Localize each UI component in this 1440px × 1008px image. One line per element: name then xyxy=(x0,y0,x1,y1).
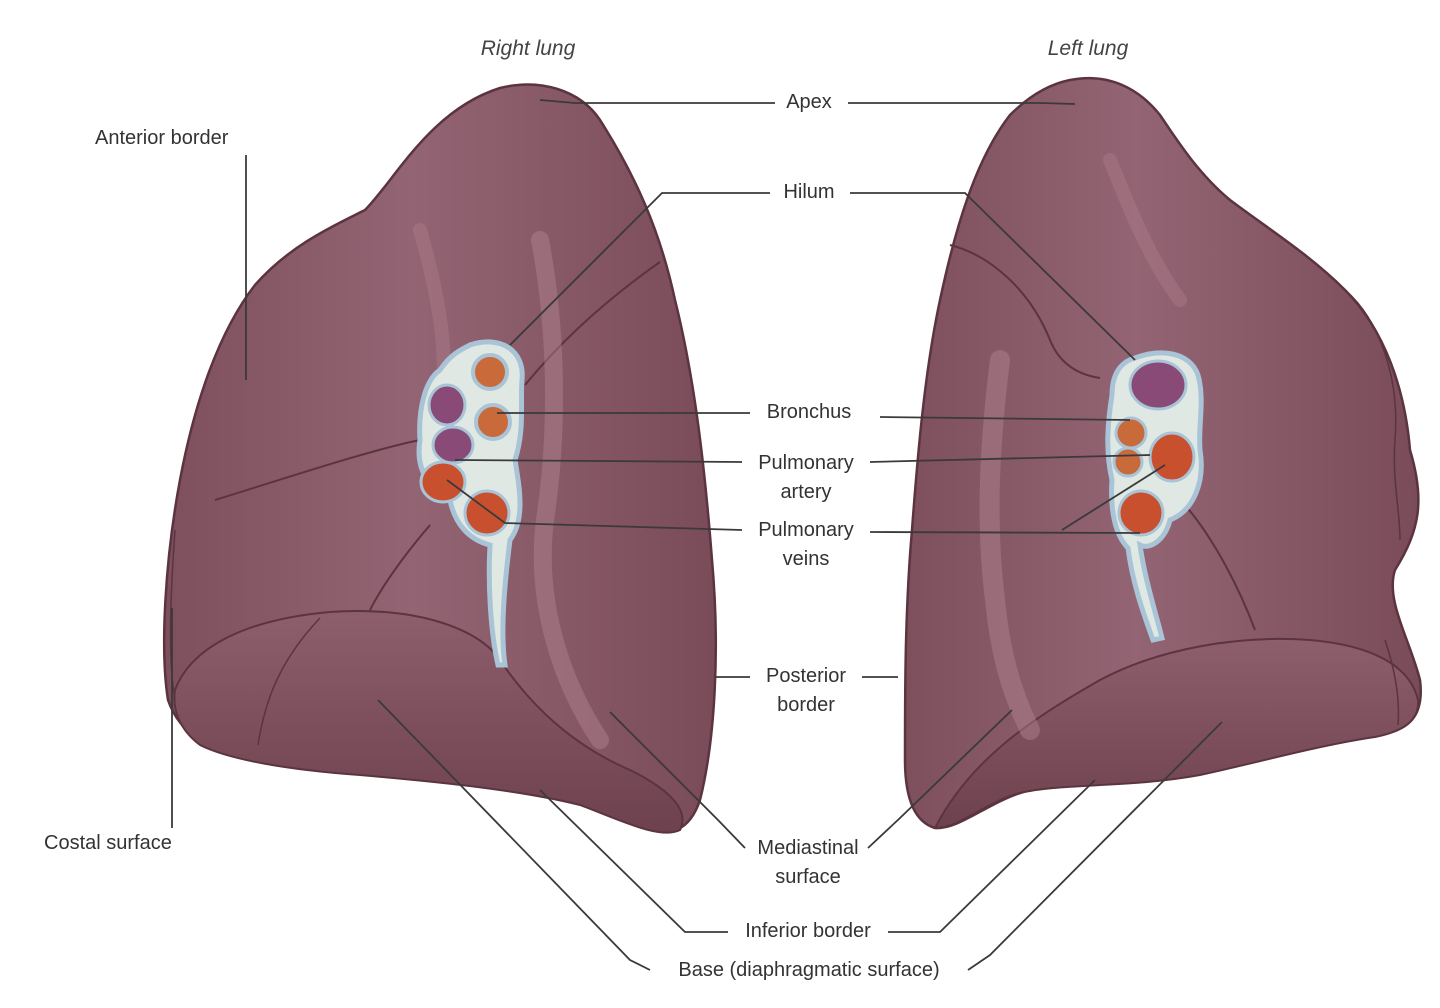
right-bronchus-upper xyxy=(471,353,509,391)
label-inferior-border: Inferior border xyxy=(745,920,871,942)
left-lung-base-edge xyxy=(1384,639,1400,726)
leader-mediastinal-left xyxy=(867,709,1013,849)
leader-veins-right xyxy=(446,479,743,531)
right-lung-fissure-horizontal xyxy=(214,439,421,501)
label-base: Base (diaphragmatic surface) xyxy=(678,959,940,981)
leader-lines xyxy=(171,99,1223,971)
left-lung-fissure-oblique xyxy=(949,244,1101,379)
leader-artery-right xyxy=(454,459,743,463)
right-hilum xyxy=(416,339,525,668)
right-lung-highlight xyxy=(531,231,609,749)
left-lung-fissure-lower xyxy=(1184,504,1256,631)
leader-mediastinal-right xyxy=(609,711,746,849)
leader-hilum-left xyxy=(850,192,1136,361)
leader-hilum-right xyxy=(509,192,770,346)
left-lung-highlight xyxy=(979,350,1040,740)
label-apex: Apex xyxy=(786,91,832,113)
label-pulmonary-artery-1: Pulmonary xyxy=(758,452,854,474)
leader-veins-left-2 xyxy=(1061,464,1166,531)
right-lung-base-line xyxy=(257,617,321,746)
label-bronchus: Bronchus xyxy=(766,401,852,423)
right-lung-base xyxy=(173,610,684,834)
label-anterior-border: Anterior border xyxy=(95,127,229,149)
left-bronchus-lower xyxy=(1112,446,1144,478)
left-lung xyxy=(903,76,1423,830)
left-artery xyxy=(1128,359,1188,411)
leader-inferior-left xyxy=(888,779,1096,933)
right-lung xyxy=(162,83,718,834)
leader-inferior-right xyxy=(539,789,728,933)
right-vein-upper xyxy=(419,460,467,504)
label-posterior-border-1: Posterior xyxy=(765,665,847,687)
leader-base-left xyxy=(967,721,1223,971)
label-posterior-border-2: border xyxy=(777,694,835,716)
leader-artery-left xyxy=(869,454,1151,463)
label-pulmonary-artery-2: artery xyxy=(780,481,832,503)
leader-apex-left xyxy=(848,102,1076,105)
label-costal-surface: Costal surface xyxy=(44,832,172,854)
left-lung-highlight-2 xyxy=(1103,153,1187,307)
left-vein-lower xyxy=(1117,489,1165,537)
right-lung-fissure-oblique xyxy=(524,261,661,386)
label-pulmonary-veins-2: veins xyxy=(782,548,830,570)
right-lung-anterior-edge xyxy=(169,529,176,701)
right-lung-title: Right lung xyxy=(480,37,576,60)
left-bronchus-upper xyxy=(1114,416,1148,450)
left-vein-upper xyxy=(1148,431,1196,483)
leader-bronchus-left xyxy=(879,416,1131,421)
left-lung-title: Left lung xyxy=(1047,37,1129,60)
left-lung-anterior-edge xyxy=(1344,289,1401,541)
right-lung-fissure-lower xyxy=(369,524,431,611)
right-bronchus-lower xyxy=(474,403,512,441)
right-artery-lower xyxy=(431,425,475,465)
label-hilum: Hilum xyxy=(783,181,835,203)
label-pulmonary-veins-1: Pulmonary xyxy=(758,519,854,541)
leader-base-right xyxy=(377,699,651,971)
label-mediastinal-surface-2: surface xyxy=(775,866,841,888)
leader-apex-right xyxy=(539,99,775,104)
left-lung-base xyxy=(933,637,1420,830)
left-hilum xyxy=(1105,350,1204,643)
right-artery-upper xyxy=(427,383,467,427)
leader-veins-left xyxy=(869,531,1141,534)
label-mediastinal-surface-1: Mediastinal xyxy=(757,837,859,859)
